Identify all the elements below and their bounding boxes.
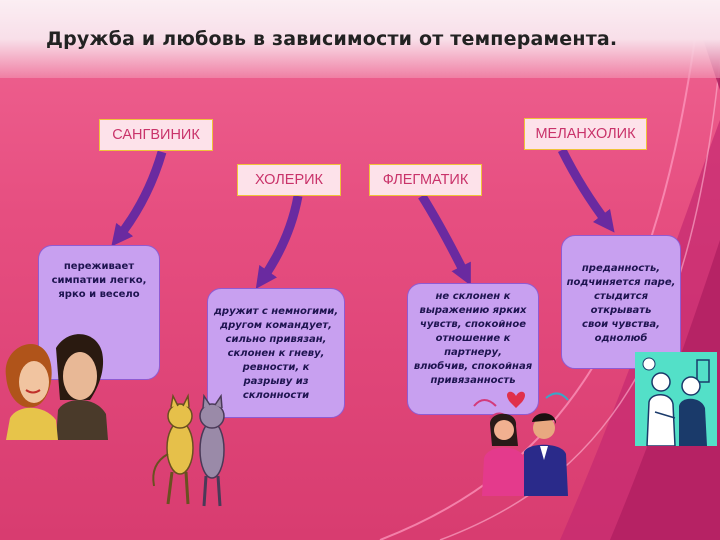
arrow-phlegmatic (418, 193, 471, 286)
label-sanguine: САНГВИНИК (99, 119, 213, 151)
bubble-phlegmatic: не склонен к выражению ярких чувств, спо… (407, 283, 539, 415)
melancholic-couple-illustration (635, 352, 717, 446)
page-title: Дружба и любовь в зависимости от темпера… (46, 28, 618, 50)
bubble-melancholic: преданность, подчиняется паре, стыдится … (561, 235, 681, 369)
label-choleric: ХОЛЕРИК (237, 164, 341, 196)
label-melancholic: МЕЛАНХОЛИК (524, 118, 647, 150)
arrow-melancholic (557, 147, 615, 233)
title-band (0, 0, 720, 78)
two-cats-illustration (152, 393, 225, 507)
couple-portrait-illustration (5, 334, 108, 440)
bubble-choleric: дружит с немногими, другом командует, си… (207, 288, 345, 418)
arrow-choleric (255, 195, 303, 289)
arrow-sanguine (111, 150, 167, 247)
label-phlegmatic: ФЛЕГМАТИК (369, 164, 482, 196)
romantic-couple-illustration (473, 391, 569, 496)
